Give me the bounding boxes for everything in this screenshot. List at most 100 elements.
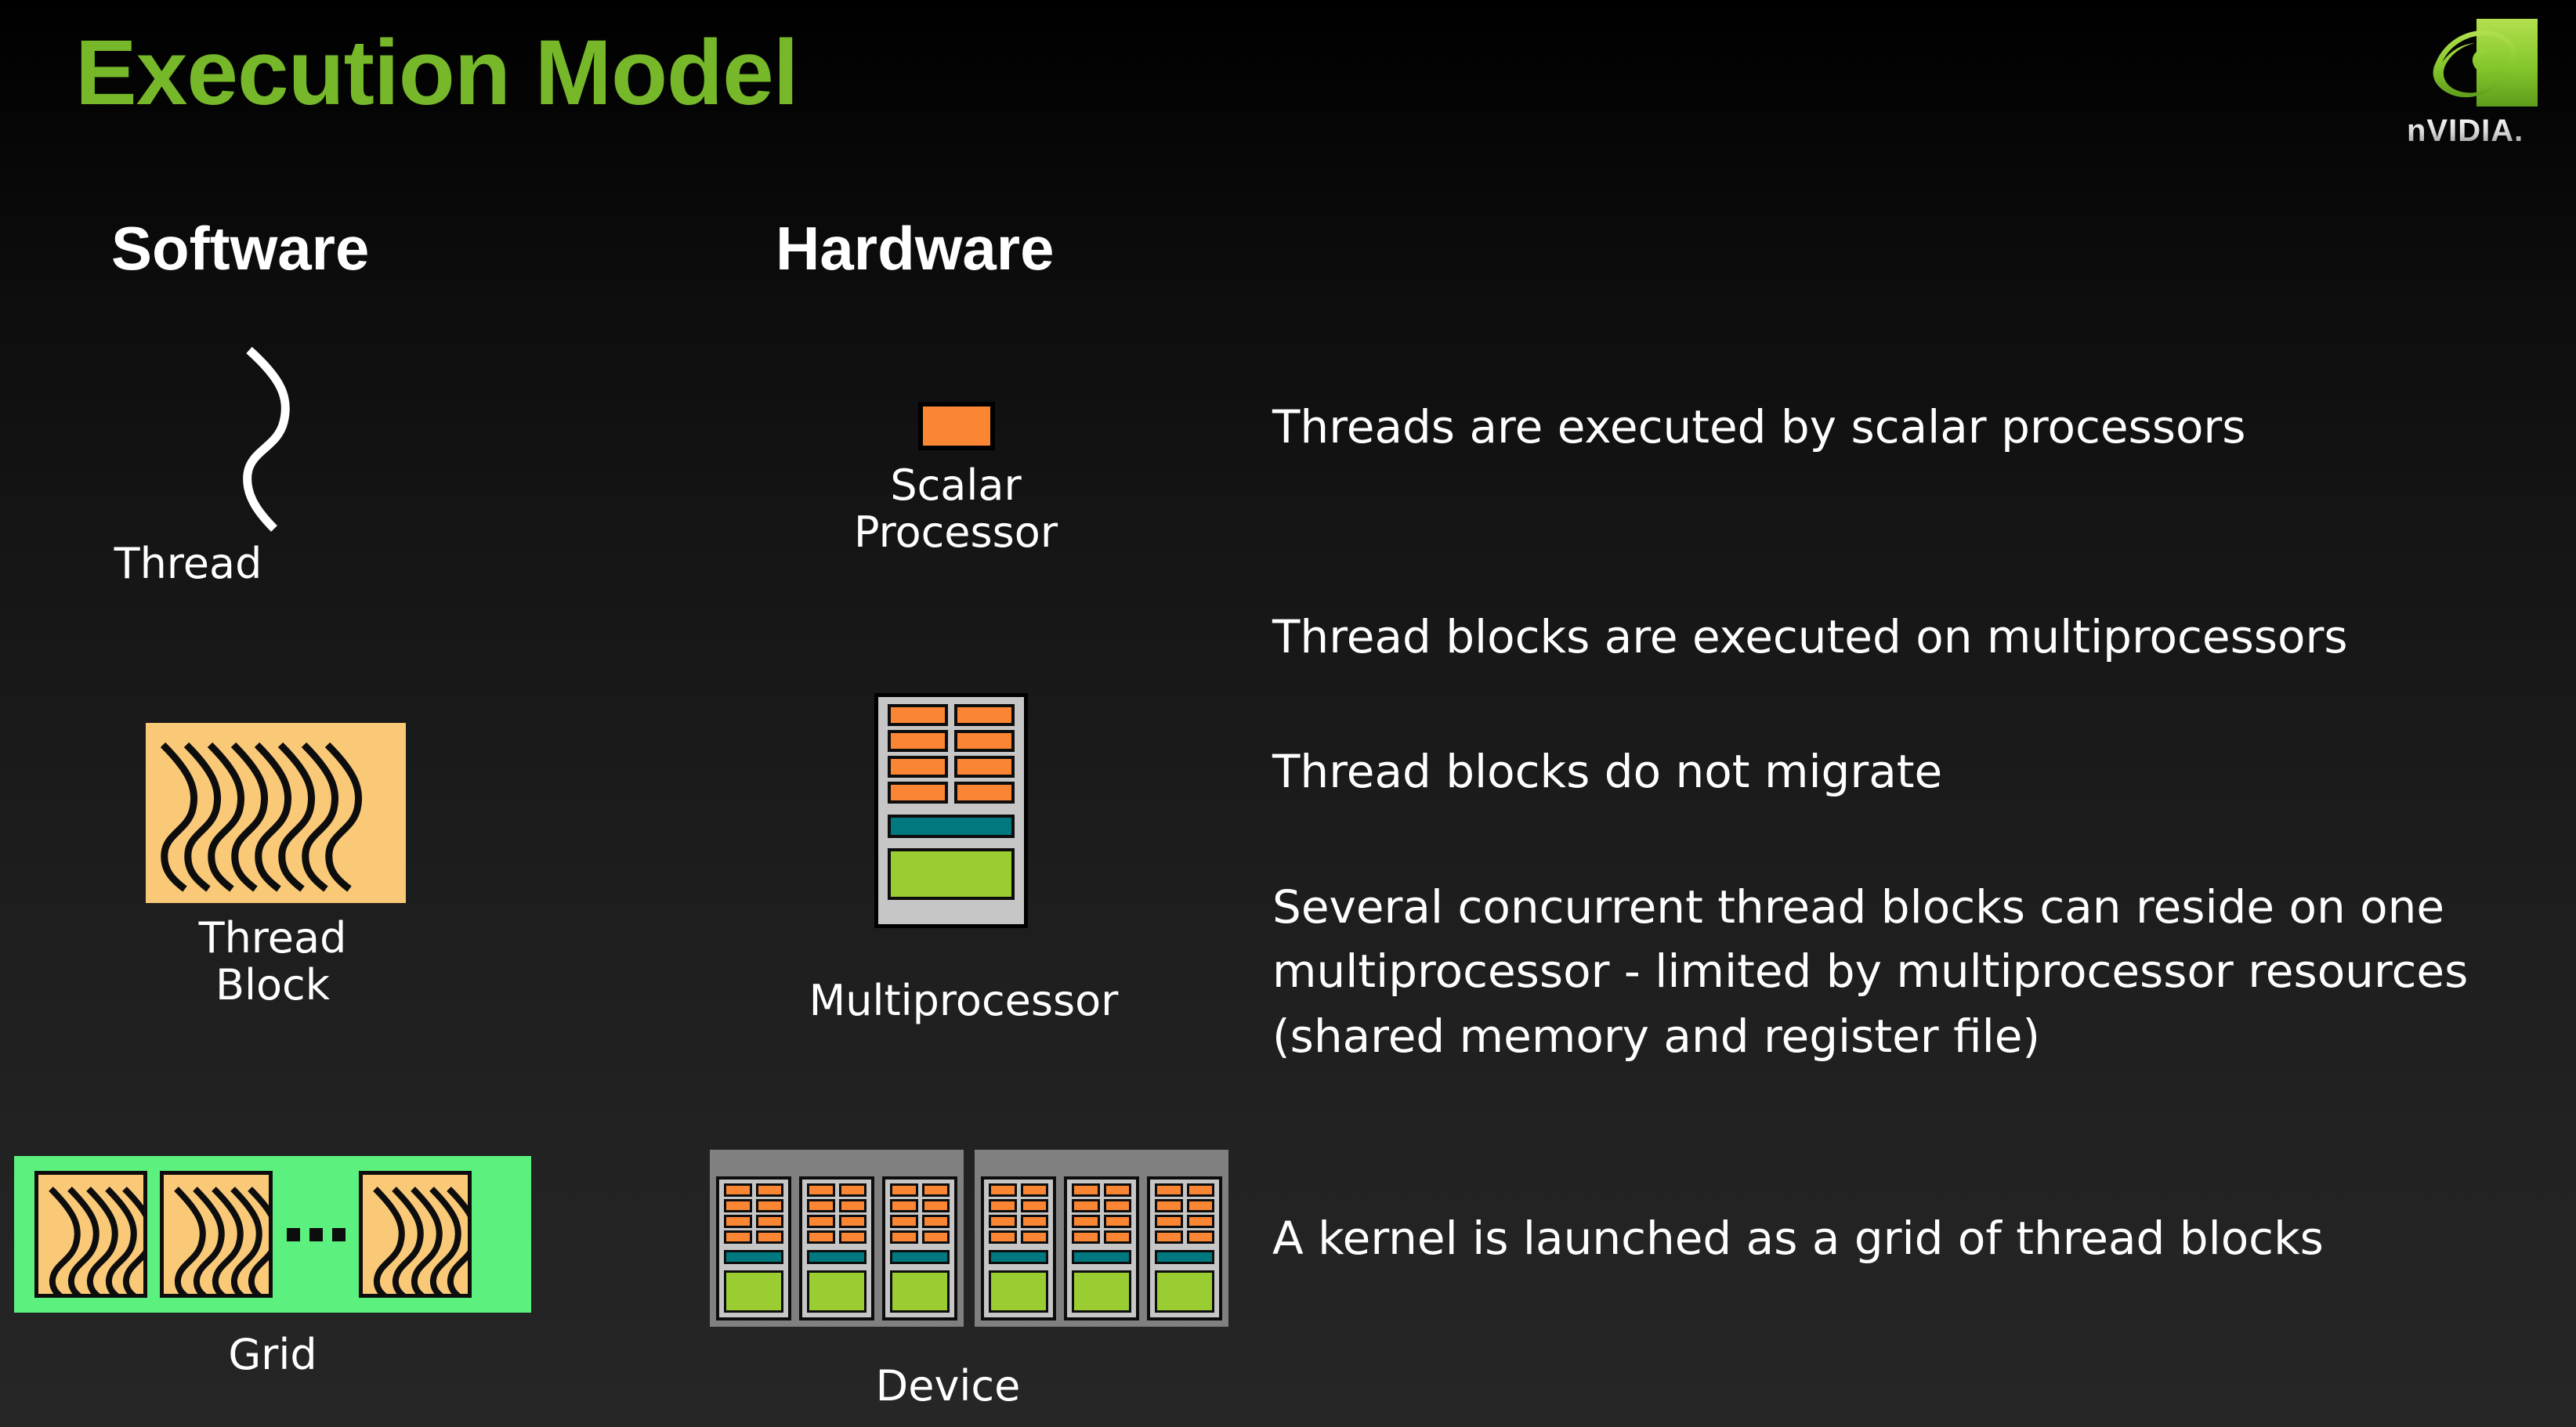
grid-icon <box>14 1156 531 1313</box>
scalar-processor-cell <box>838 1183 867 1197</box>
scalar-processor-cell <box>1020 1199 1048 1212</box>
scalar-processor-cell <box>807 1215 835 1228</box>
caption-multiprocessor: Multiprocessor <box>809 976 1119 1025</box>
scalar-processor-cell <box>921 1199 950 1212</box>
scalar-processor-cell <box>1103 1215 1131 1228</box>
scalar-processor-cell <box>838 1215 867 1228</box>
scalar-processor-cell <box>1020 1183 1048 1197</box>
scalar-processor-icon <box>918 402 995 450</box>
bullet-threads-scalar: Threads are executed by scalar processor… <box>1272 400 2246 453</box>
scalar-processor-cell <box>724 1199 752 1212</box>
shared-memory-bar <box>888 815 1015 838</box>
caption-device: Device <box>875 1361 1021 1411</box>
device-sp-grid <box>724 1183 783 1244</box>
scalar-processor-cell <box>1103 1199 1131 1212</box>
scalar-processor-cell <box>1186 1199 1214 1212</box>
svg-text:nVIDIA.: nVIDIA. <box>2407 114 2524 147</box>
scalar-processor-cell <box>724 1215 752 1228</box>
scalar-processor-cell <box>1155 1183 1183 1197</box>
scalar-processor-cell <box>1155 1230 1183 1244</box>
scalar-processor-cell <box>954 704 1015 726</box>
caption-thread-block: Thread Block <box>198 913 347 1010</box>
device-multiprocessor <box>716 1176 791 1320</box>
thread-block-squiggles <box>160 742 363 892</box>
register-file-block <box>888 848 1015 900</box>
caption-thread: Thread <box>114 539 262 588</box>
scalar-processor-cell <box>888 756 948 778</box>
register-file-block <box>807 1270 867 1313</box>
caption-grid: Grid <box>228 1330 317 1379</box>
ellipsis-dot <box>331 1227 346 1241</box>
scalar-processor-cell <box>807 1199 835 1212</box>
device-sp-grid <box>1072 1183 1131 1244</box>
caption-scalar-processor: Scalar Processor <box>853 461 1058 558</box>
scalar-processor-cell <box>954 730 1015 752</box>
scalar-processor-cell <box>888 704 948 726</box>
scalar-processor-cell <box>1103 1230 1131 1244</box>
scalar-processor-cell <box>1155 1199 1183 1212</box>
shared-memory-bar <box>989 1250 1048 1264</box>
scalar-processor-cell <box>890 1199 918 1212</box>
scalar-processor-cell <box>989 1215 1017 1228</box>
grid-block-squiggles <box>174 1187 269 1294</box>
scalar-processor-cell <box>1020 1230 1048 1244</box>
scalar-processor-cell <box>724 1183 752 1197</box>
scalar-processor-cell <box>1186 1183 1214 1197</box>
scalar-processor-cell <box>890 1183 918 1197</box>
ellipsis-dot <box>286 1227 300 1241</box>
thread-curve <box>243 346 290 532</box>
scalar-processor-cell <box>1186 1230 1214 1244</box>
scalar-processor-cell <box>838 1199 867 1212</box>
scalar-processor-cell <box>921 1215 950 1228</box>
scalar-processor-cell <box>954 782 1015 804</box>
scalar-processor-cell <box>989 1183 1017 1197</box>
register-file-block <box>1072 1270 1131 1313</box>
scalar-processor-cell <box>1072 1215 1100 1228</box>
multiprocessor-icon <box>874 693 1028 928</box>
shared-memory-bar <box>807 1250 867 1264</box>
register-file-block <box>1155 1270 1214 1313</box>
shared-memory-bar <box>724 1250 783 1264</box>
scalar-processor-cell <box>890 1230 918 1244</box>
shared-memory-bar <box>1072 1250 1131 1264</box>
scalar-processor-cell <box>1020 1215 1048 1228</box>
device-sp-grid <box>890 1183 950 1244</box>
device-panel <box>975 1150 1228 1327</box>
scalar-processor-cell <box>989 1230 1017 1244</box>
thread-block-icon <box>146 723 406 903</box>
device-multiprocessor <box>1064 1176 1139 1320</box>
scalar-processor-cell <box>755 1230 783 1244</box>
scalar-processor-cell <box>1072 1199 1100 1212</box>
scalar-processor-cell <box>1072 1183 1100 1197</box>
scalar-processor-cell <box>1186 1215 1214 1228</box>
device-icon <box>710 1150 1228 1327</box>
nvidia-logo: nVIDIA. <box>2388 6 2576 163</box>
nvidia-eye-icon <box>2433 19 2538 107</box>
column-heading-software: Software <box>111 214 370 283</box>
device-multiprocessor <box>882 1176 957 1320</box>
grid-block-squiggles <box>49 1187 143 1294</box>
register-file-block <box>724 1270 783 1313</box>
multiprocessor-sp-grid <box>888 704 1015 804</box>
scalar-processor-cell <box>921 1230 950 1244</box>
scalar-processor-cell <box>921 1183 950 1197</box>
scalar-processor-cell <box>755 1215 783 1228</box>
scalar-processor-cell <box>755 1199 783 1212</box>
bullet-kernel-grid: A kernel is launched as a grid of thread… <box>1272 1212 2324 1265</box>
shared-memory-bar <box>890 1250 950 1264</box>
scalar-processor-cell <box>888 782 948 804</box>
scalar-processor-cell <box>989 1199 1017 1212</box>
grid-thread-block <box>160 1171 273 1298</box>
column-heading-hardware: Hardware <box>776 214 1055 283</box>
device-multiprocessor <box>799 1176 874 1320</box>
bullet-blocks-no-migrate: Thread blocks do not migrate <box>1272 745 1943 798</box>
scalar-processor-cell <box>724 1230 752 1244</box>
scalar-processor-cell <box>755 1183 783 1197</box>
scalar-processor-cell <box>838 1230 867 1244</box>
scalar-processor-cell <box>1155 1215 1183 1228</box>
device-sp-grid <box>1155 1183 1214 1244</box>
scalar-processor-cell <box>888 730 948 752</box>
grid-thread-block <box>359 1171 472 1298</box>
scalar-processor-cell <box>890 1215 918 1228</box>
